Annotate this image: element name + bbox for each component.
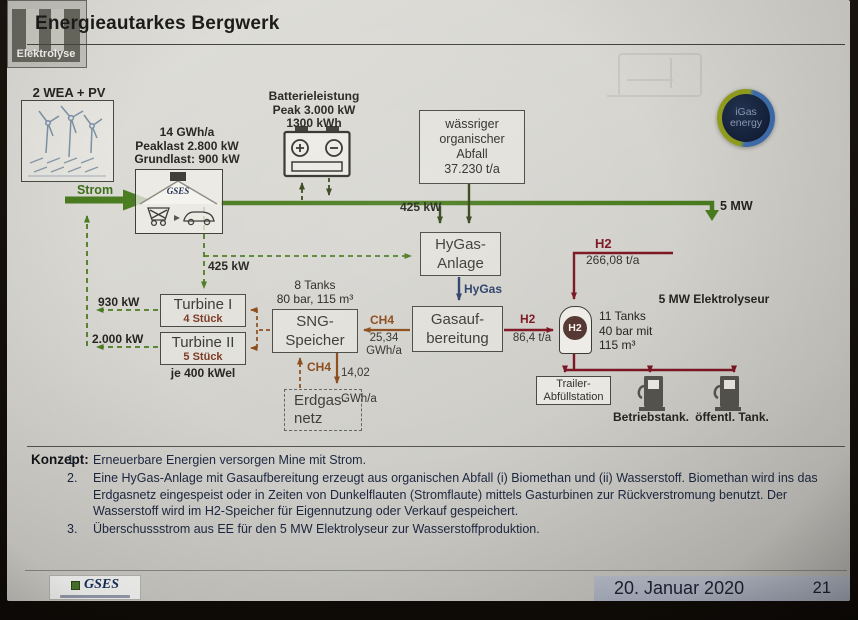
mine-cart-icon (147, 207, 170, 227)
list-item: 2. Eine HyGas-Anlage mit Gasaufbereitung… (67, 470, 818, 519)
mine-demand-stats: 14 GWh/a Peaklast 2.800 kW Grundlast: 90… (134, 125, 240, 166)
list-item: 1. Erneuerbare Energien versorgen Mine m… (67, 453, 367, 467)
footer-date-band: 20. Januar 2020 21 (594, 576, 850, 601)
fuel-pump-icon (713, 376, 741, 411)
slide-title: Energieautarkes Bergwerk (35, 13, 280, 34)
slide-date: 20. Januar 2020 (614, 578, 745, 598)
ch4-to-grid-value: 14,02 GWh/a (341, 367, 377, 405)
konzept-divider (27, 446, 845, 447)
wind-turbine-icon (28, 105, 106, 177)
h2-from-electrolyser-label: H2 (595, 236, 612, 251)
turbine1-output-label: 930 kW (98, 295, 140, 309)
trailer-filling-station-box: Trailer- Abfüllstation (536, 376, 611, 405)
gses-logo-mark (70, 580, 80, 590)
page-number: 21 (812, 579, 831, 597)
h2-to-tank-label: H2 (520, 312, 536, 326)
turbine2-output-label: 2.000 kW (92, 332, 144, 346)
gas-grid-box: Erdgas- netz (284, 389, 362, 431)
turbine-feed-label: 425 kW (208, 259, 250, 273)
sng-storage-caption: 8 Tanks 80 bar, 115 m³ (276, 278, 354, 306)
gas-processing-box: Gasauf- bereitung (412, 306, 503, 352)
solar-panel-icon (28, 157, 106, 177)
ch4-to-grid-label: CH4 (307, 360, 332, 374)
h2-tank-icon: H2 (559, 306, 592, 354)
gses-footer-logo: GSES (49, 575, 141, 600)
h2-to-tank-value: 86,4 t/a (512, 332, 552, 344)
h2-tank-info: 11 Tanks 40 bar mit 115 m³ (599, 309, 653, 352)
organic-waste-box: wässriger organischer Abfall 37.230 t/a (419, 110, 525, 184)
sng-storage-box: SNG- Speicher (272, 309, 358, 353)
title-divider (27, 44, 845, 45)
electrolyser-caption: 5 MW Elektrolyseur (658, 292, 770, 306)
konzept-list: 1. Erneuerbare Energien versorgen Mine m… (67, 452, 849, 539)
fuel-pump-icon (637, 376, 665, 411)
hygas-plant-box: HyGas- Anlage (420, 232, 501, 276)
gses-mine-logo: GSES (167, 186, 190, 196)
battery-icon (283, 126, 351, 178)
wind-pv-box (21, 100, 114, 182)
igas-energy-logo: iGas energy (717, 89, 775, 147)
ch4-flow-label: CH4 (370, 313, 395, 327)
turbine1-box: Turbine I 4 Stück (160, 294, 246, 327)
slide: Energieautarkes Bergwerk (7, 0, 850, 601)
electrolyser-icon: Elektrolyse (12, 9, 80, 62)
h2-from-electrolyser-value: 266,08 t/a (586, 253, 640, 267)
footer-divider (25, 570, 847, 571)
public-tank-label: öffentl. Tank. (695, 410, 769, 424)
strom-label: Strom (76, 183, 114, 197)
wea-pv-label: 2 WEA + PV (32, 85, 106, 100)
turbine-capacity-caption: je 400 kWel (170, 366, 236, 380)
ch4-flow-value: 25,34 GWh/a (366, 332, 402, 357)
hygas-power-label: 425 kW (400, 200, 442, 214)
mine-portal-icon: GSES (135, 169, 223, 234)
gses-logo-microtext (60, 595, 130, 598)
konzept-heading: Konzept: (31, 452, 89, 467)
list-item: 3. Überschussstrom aus EE für den 5 MW E… (67, 522, 540, 537)
company-tank-label: Betriebstank. (612, 410, 690, 424)
hygas-flow-label: HyGas (464, 282, 503, 296)
turbine2-box: Turbine II 5 Stück (160, 332, 246, 365)
electrolyser-box: Elektrolyse (7, 0, 87, 68)
electrolyser-power-label: 5 MW (720, 199, 753, 213)
transfer-arrow-icon (174, 215, 180, 221)
battery-stats: Batterieleistung Peak 3.000 kW 1300 kWh (268, 89, 360, 130)
car-icon (183, 211, 215, 226)
h2-symbol: H2 (563, 316, 587, 340)
electrolyser-label: Elektrolyse (16, 48, 76, 60)
